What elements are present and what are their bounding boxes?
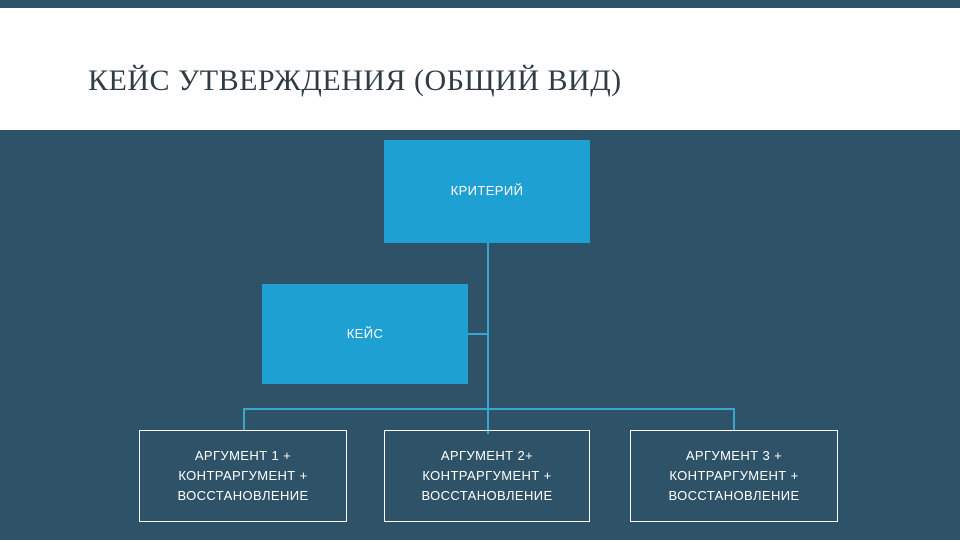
node-argument-3[interactable]: АРГУМЕНТ 3 + КОНТРАРГУМЕНТ + ВОССТАНОВЛЕ…: [630, 430, 838, 522]
connector-to-argument-3: [733, 408, 735, 431]
connector-criterion-to-bus: [487, 243, 489, 434]
node-criterion[interactable]: КРИТЕРИЙ: [384, 140, 590, 243]
top-strip: [0, 0, 960, 8]
title-band: КЕЙС УТВЕРЖДЕНИЯ (ОБЩИЙ ВИД): [0, 8, 960, 130]
connector-to-case: [468, 333, 488, 335]
node-argument-2[interactable]: АРГУМЕНТ 2+ КОНТРАРГУМЕНТ + ВОССТАНОВЛЕН…: [384, 430, 590, 522]
node-case[interactable]: КЕЙС: [262, 284, 468, 384]
connector-to-argument-1: [243, 408, 245, 431]
node-argument-3-label: АРГУМЕНТ 3 + КОНТРАРГУМЕНТ + ВОССТАНОВЛЕ…: [668, 447, 800, 504]
node-criterion-label: КРИТЕРИЙ: [450, 183, 524, 199]
node-argument-1[interactable]: АРГУМЕНТ 1 + КОНТРАРГУМЕНТ + ВОССТАНОВЛЕ…: [139, 430, 347, 522]
connector-argument-bus: [243, 408, 734, 410]
page-title: КЕЙС УТВЕРЖДЕНИЯ (ОБЩИЙ ВИД): [88, 64, 622, 97]
node-case-label: КЕЙС: [346, 325, 384, 341]
node-argument-2-label: АРГУМЕНТ 2+ КОНТРАРГУМЕНТ + ВОССТАНОВЛЕН…: [421, 447, 553, 504]
node-argument-1-label: АРГУМЕНТ 1 + КОНТРАРГУМЕНТ + ВОССТАНОВЛЕ…: [177, 447, 309, 504]
